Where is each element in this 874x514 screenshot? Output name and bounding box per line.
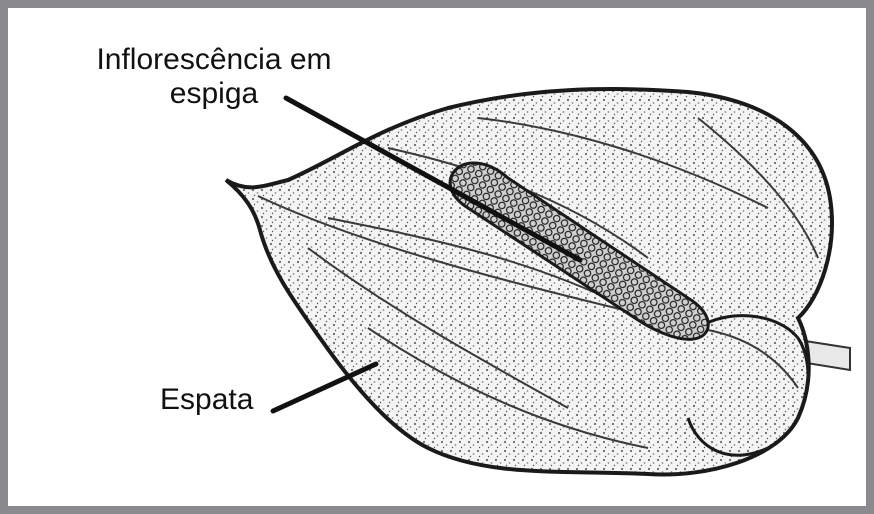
label-inflorescence-spike: Inflorescência em espiga xyxy=(88,43,340,111)
label-spike-line1: Inflorescência em xyxy=(88,43,340,77)
spathe-leaf xyxy=(226,89,832,474)
label-spike-line2: espiga xyxy=(88,77,340,111)
label-spathe: Espata xyxy=(160,383,253,417)
